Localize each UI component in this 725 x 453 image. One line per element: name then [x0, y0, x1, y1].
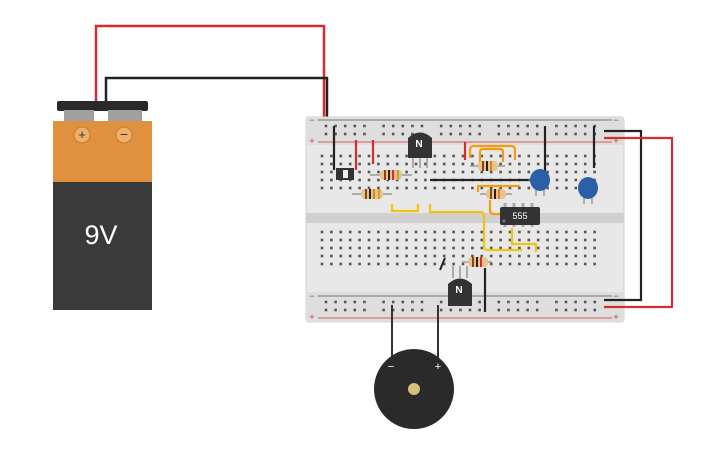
battery-plus-circle: [73, 126, 91, 144]
battery-minus-circle: [115, 126, 133, 144]
battery-terminal-plus: [64, 110, 94, 122]
jumper-orange-1[interactable]: [468, 144, 517, 160]
battery-snap-cap: [57, 101, 148, 111]
jumper-orange-2[interactable]: [478, 147, 505, 163]
wire-battery-minus[interactable]: [104, 76, 329, 126]
resistor-4[interactable]: [480, 189, 512, 199]
piezo-buzzer[interactable]: [374, 305, 454, 429]
npn-transistor-2[interactable]: [448, 266, 472, 306]
breadboard: [305, 116, 625, 323]
battery-top: [53, 121, 152, 183]
battery-body: [53, 182, 152, 310]
battery: [53, 101, 152, 310]
capacitor-2[interactable]: [578, 177, 598, 204]
resistor-5[interactable]: [462, 257, 492, 267]
jumper-red-rail-right[interactable]: [604, 136, 674, 309]
jumper-black-rail-right[interactable]: [604, 129, 643, 302]
breadboard-holes: [320, 124, 597, 312]
jumper-yellow-2[interactable]: [428, 204, 522, 252]
capacitor-1[interactable]: [530, 169, 550, 196]
npn-transistor-1[interactable]: [408, 132, 432, 169]
jumper-orange-4[interactable]: [488, 200, 500, 216]
center-channel: [306, 213, 624, 223]
battery-terminal-minus: [108, 110, 142, 122]
slide-switch[interactable]: [336, 168, 354, 180]
resistor-1[interactable]: [370, 170, 412, 180]
jumper-black-6[interactable]: [439, 257, 446, 271]
jumper-yellow-3[interactable]: [510, 228, 538, 252]
wire-battery-plus[interactable]: [94, 24, 326, 150]
jumper-yellow-1[interactable]: [390, 204, 420, 213]
ic-555[interactable]: [500, 203, 540, 227]
resistor-2[interactable]: [352, 189, 392, 199]
jumper-orange-3[interactable]: [476, 184, 520, 192]
top-rail-strip: [306, 117, 624, 145]
resistor-3[interactable]: [470, 161, 505, 171]
